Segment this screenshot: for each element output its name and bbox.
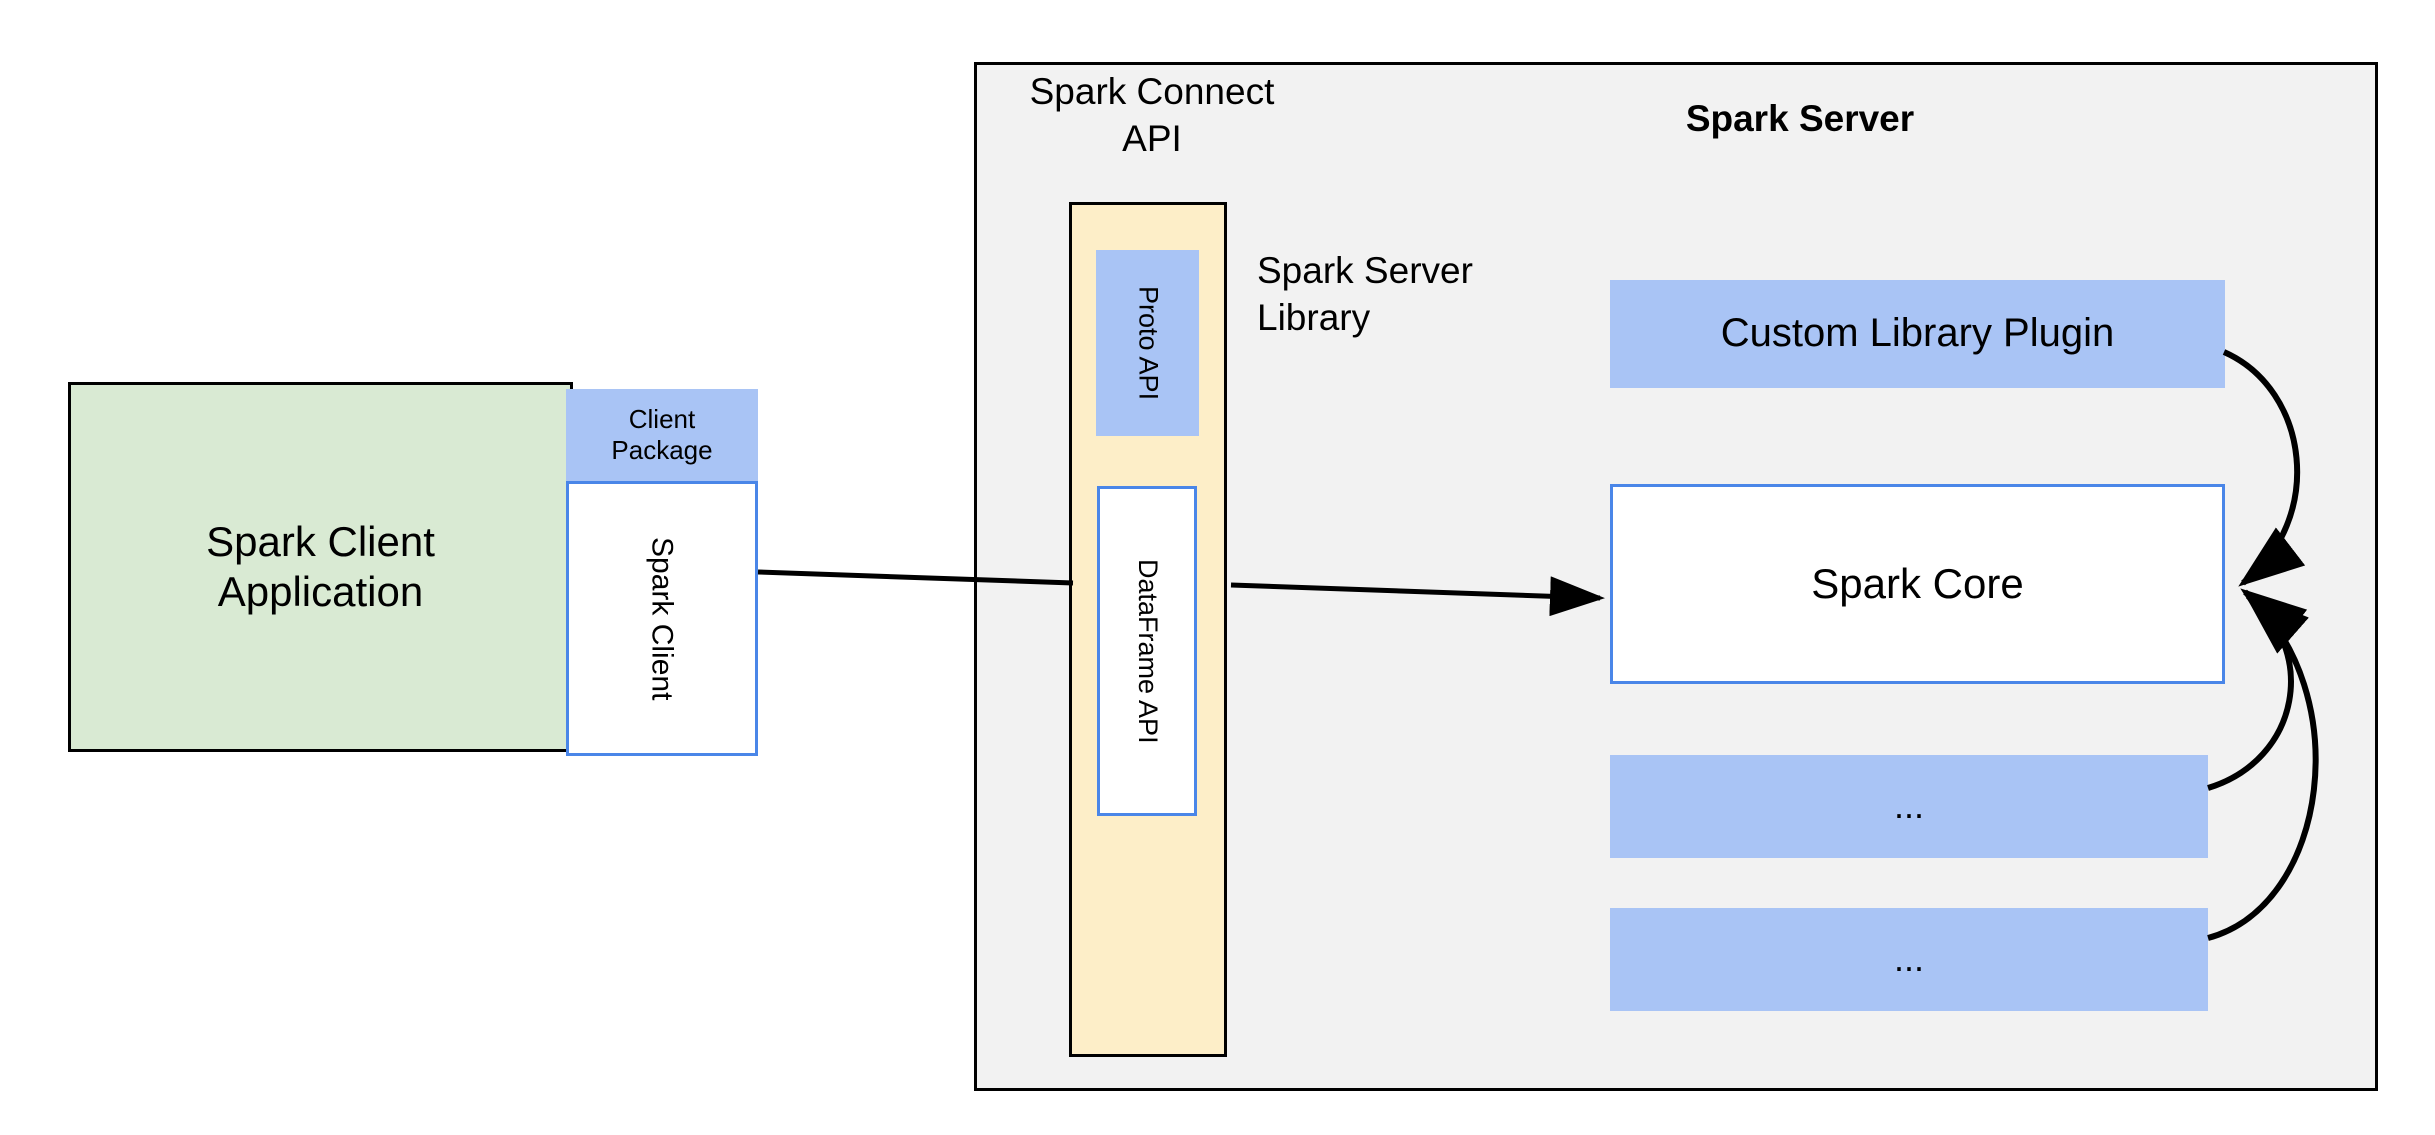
dataframe-api-box: DataFrame API [1097, 486, 1197, 816]
spark-client-application-label-line2: Application [217, 568, 424, 615]
spark-connect-api-title-line1: Spark Connect [1029, 71, 1275, 112]
spark-server-title: Spark Server [1685, 98, 1915, 139]
client-package-label-line1: Client [628, 404, 696, 435]
custom-library-plugin-label: Custom Library Plugin [1720, 311, 2115, 356]
spark-core-box: Spark Core [1610, 484, 2225, 684]
spark-server-library-title-line2: Library [1257, 297, 1371, 339]
spark-client-box: Spark Client [566, 481, 758, 756]
client-package-label-line2: Package [611, 435, 713, 465]
spark-client-label: Spark Client [645, 536, 679, 701]
spark-core-label: Spark Core [1811, 560, 2024, 608]
spark-connect-api-title-line2: API [1122, 118, 1182, 160]
custom-library-plugin-box: Custom Library Plugin [1610, 280, 2225, 388]
proto-api-box: Proto API [1096, 250, 1199, 436]
spark-client-application-label-line1: Spark Client [206, 518, 435, 566]
ellipsis-box-1: ... [1610, 755, 2208, 858]
ellipsis-label-1: ... [1893, 785, 1924, 827]
ellipsis-label-2: ... [1893, 938, 1924, 980]
dataframe-api-label: DataFrame API [1132, 558, 1163, 744]
client-package-box: Client Package [566, 389, 758, 481]
spark-server-library-title: Spark Server Library [1257, 247, 1637, 342]
proto-api-label: Proto API [1133, 285, 1164, 401]
spark-connect-api-title: Spark Connect API [952, 68, 1352, 163]
spark-server-library-title-line1: Spark Server [1257, 250, 1473, 291]
ellipsis-box-2: ... [1610, 908, 2208, 1011]
spark-client-application-box: Spark Client Application [68, 382, 573, 752]
